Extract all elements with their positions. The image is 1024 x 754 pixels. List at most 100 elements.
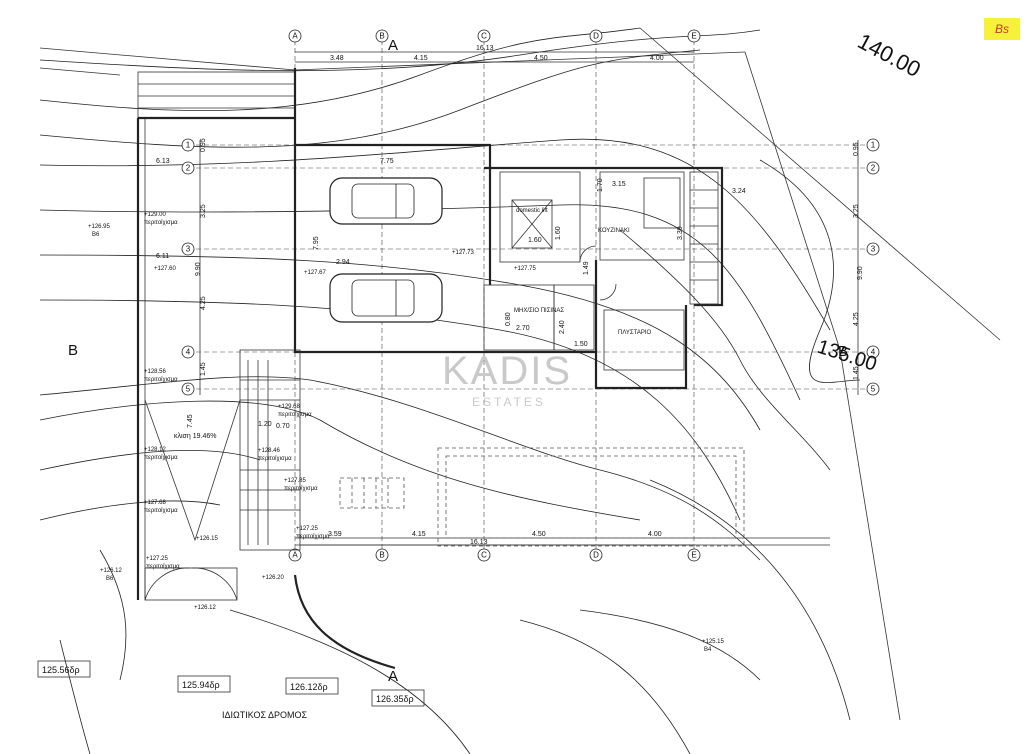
section-a-top: A — [388, 37, 398, 54]
road-name: ΙΔΙΩΤΙΚΟΣ ΔΡΟΜΟΣ — [222, 710, 308, 720]
dim-left: 9.90 — [195, 262, 202, 276]
svg-text:περιτοίχισμα: περιτοίχισμα — [144, 455, 178, 461]
grid-row-label: 1 — [871, 141, 876, 150]
room-dim: 6.11 — [156, 253, 169, 260]
left-boundary-wall — [136, 118, 301, 601]
svg-text:περιτοίχισμα: περιτοίχισμα — [144, 508, 178, 514]
level-marker: +128.56 περιτοίχισμα — [144, 369, 178, 383]
svg-text:+127.60: +127.60 — [154, 266, 177, 272]
level-marker: +129.00 περιτοίχισμα — [144, 212, 178, 226]
bottom-dimension-chain: 3.59 4.15 4.50 4.00 16.13 — [295, 531, 830, 546]
room-dim: 1.49 — [583, 261, 590, 275]
room-dim: 3.15 — [612, 181, 626, 188]
level-marker: +128.46 περιτοίχισμα — [258, 448, 292, 462]
svg-text:+127.25: +127.25 — [146, 556, 169, 562]
grid-row-label: 2 — [186, 164, 191, 173]
dim-left: 4.25 — [200, 296, 207, 310]
grid-col-label: B — [379, 32, 384, 41]
dim-right: 9.90 — [857, 266, 864, 280]
level-marker: +126.12 — [194, 605, 217, 611]
car-lower — [329, 273, 443, 323]
svg-text:+128.12: +128.12 — [144, 447, 167, 453]
level-marker: +127.85 περιτοίχισμα — [284, 478, 318, 492]
section-b-right: B — [838, 343, 848, 360]
grid-row-label: 1 — [186, 141, 191, 150]
grid-bubbles-left: 1 2 3 4 5 — [181, 138, 195, 396]
room-dim: 1.60 — [528, 237, 542, 244]
room-labels: domestic lift ΚΟΥΖΙΝΑΚΙ ΜΗΧ/ΣΙΟ ΠΙΣΙΝΑΣ … — [514, 208, 651, 336]
level-marker: +127.60 — [154, 266, 177, 272]
svg-text:ESTATES: ESTATES — [472, 395, 546, 409]
svg-text:περιτοίχισμα: περιτοίχισμα — [258, 456, 292, 462]
section-b-left: B — [68, 342, 78, 359]
room-dimensions: 7.75 6.13 6.11 2.94 7.95 3.15 3.24 3.30 … — [156, 158, 746, 430]
dim-right: 1.45 — [853, 366, 860, 380]
svg-text:περιτοίχισμα: περιτοίχισμα — [296, 534, 330, 540]
dim-bottom: 3.59 — [328, 531, 342, 538]
room-pool-machinery: ΜΗΧ/ΣΙΟ ΠΙΣΙΝΑΣ — [514, 308, 564, 314]
svg-text:+128.46: +128.46 — [258, 448, 281, 454]
svg-text:B6: B6 — [92, 232, 100, 238]
grid-col-label: E — [691, 32, 696, 41]
level-marker: +128.12 περιτοίχισμα — [144, 447, 178, 461]
svg-text:περιτοίχισμα: περιτοίχισμα — [144, 377, 178, 383]
level-marker: +127.75 — [514, 266, 537, 272]
road-level: 125.56δρ — [42, 665, 80, 675]
car-upper — [329, 177, 443, 225]
section-a-bottom: A — [388, 668, 398, 685]
svg-text:+126.15: +126.15 — [196, 536, 219, 542]
dim-top: 4.00 — [650, 55, 664, 62]
room-dim: 7.75 — [380, 158, 394, 165]
grid-col-label: A — [292, 32, 298, 41]
road-level: 125.94δρ — [182, 680, 220, 690]
svg-text:KADIS: KADIS — [442, 349, 572, 393]
svg-text:+128.56: +128.56 — [144, 369, 167, 375]
contour-lines — [39, 27, 861, 754]
dim-left: 3.25 — [200, 204, 207, 218]
level-marker: +126.15 — [196, 536, 219, 542]
level-marker: +126.20 — [262, 575, 285, 581]
road-level: 126.35δρ — [376, 694, 414, 704]
dim-right: 3.25 — [853, 204, 860, 218]
contour-label-top: 140.00 — [854, 28, 925, 82]
dim-left: 1.45 — [200, 362, 207, 376]
dim-bottom: 4.00 — [648, 531, 662, 538]
svg-text:περιτοίχισμα: περιτοίχισμα — [144, 220, 178, 226]
svg-text:+127.67: +127.67 — [304, 270, 327, 276]
top-pergola — [137, 71, 296, 120]
road-levels: 125.56δρ 125.94δρ 126.12δρ 126.35δρ — [37, 660, 425, 707]
dim-top: 3.48 — [330, 55, 344, 62]
room-dim: 3.24 — [732, 188, 746, 195]
dim-left: 0.95 — [200, 138, 207, 152]
grid-col-label: C — [481, 32, 487, 41]
svg-text:περιτοίχισμα: περιτοίχισμα — [284, 486, 318, 492]
room-dim: 0.70 — [276, 423, 290, 430]
level-marker: +127.73 — [452, 250, 475, 256]
room-dim: 7.95 — [313, 236, 320, 250]
room-dim: 1.20 — [258, 421, 272, 428]
svg-text:+129.00: +129.00 — [144, 212, 167, 218]
dim-right: 4.25 — [853, 312, 860, 326]
room-dim: 2.94 — [336, 259, 350, 266]
section-markers: A A B B — [68, 37, 848, 685]
svg-text:+126.12: +126.12 — [194, 605, 217, 611]
svg-text:+127.73: +127.73 — [452, 250, 475, 256]
room-dim: 2.70 — [516, 325, 530, 332]
grid-row-label: 3 — [186, 245, 191, 254]
room-dim: 3.30 — [677, 226, 684, 240]
svg-text:+126.95: +126.95 — [88, 224, 111, 230]
right-dimension-chain: 0.95 3.25 9.90 4.25 1.45 — [853, 140, 864, 395]
grid-row-label: 4 — [871, 348, 876, 357]
grid-row-label: 5 — [186, 385, 191, 394]
svg-text:+127.85: +127.85 — [284, 478, 307, 484]
dim-total-bottom: 16.13 — [470, 539, 488, 546]
svg-text:+129.68: +129.68 — [278, 404, 301, 410]
grid-col-label: B — [379, 551, 384, 560]
grid-bubbles-bottom: A B C D E — [288, 548, 701, 562]
